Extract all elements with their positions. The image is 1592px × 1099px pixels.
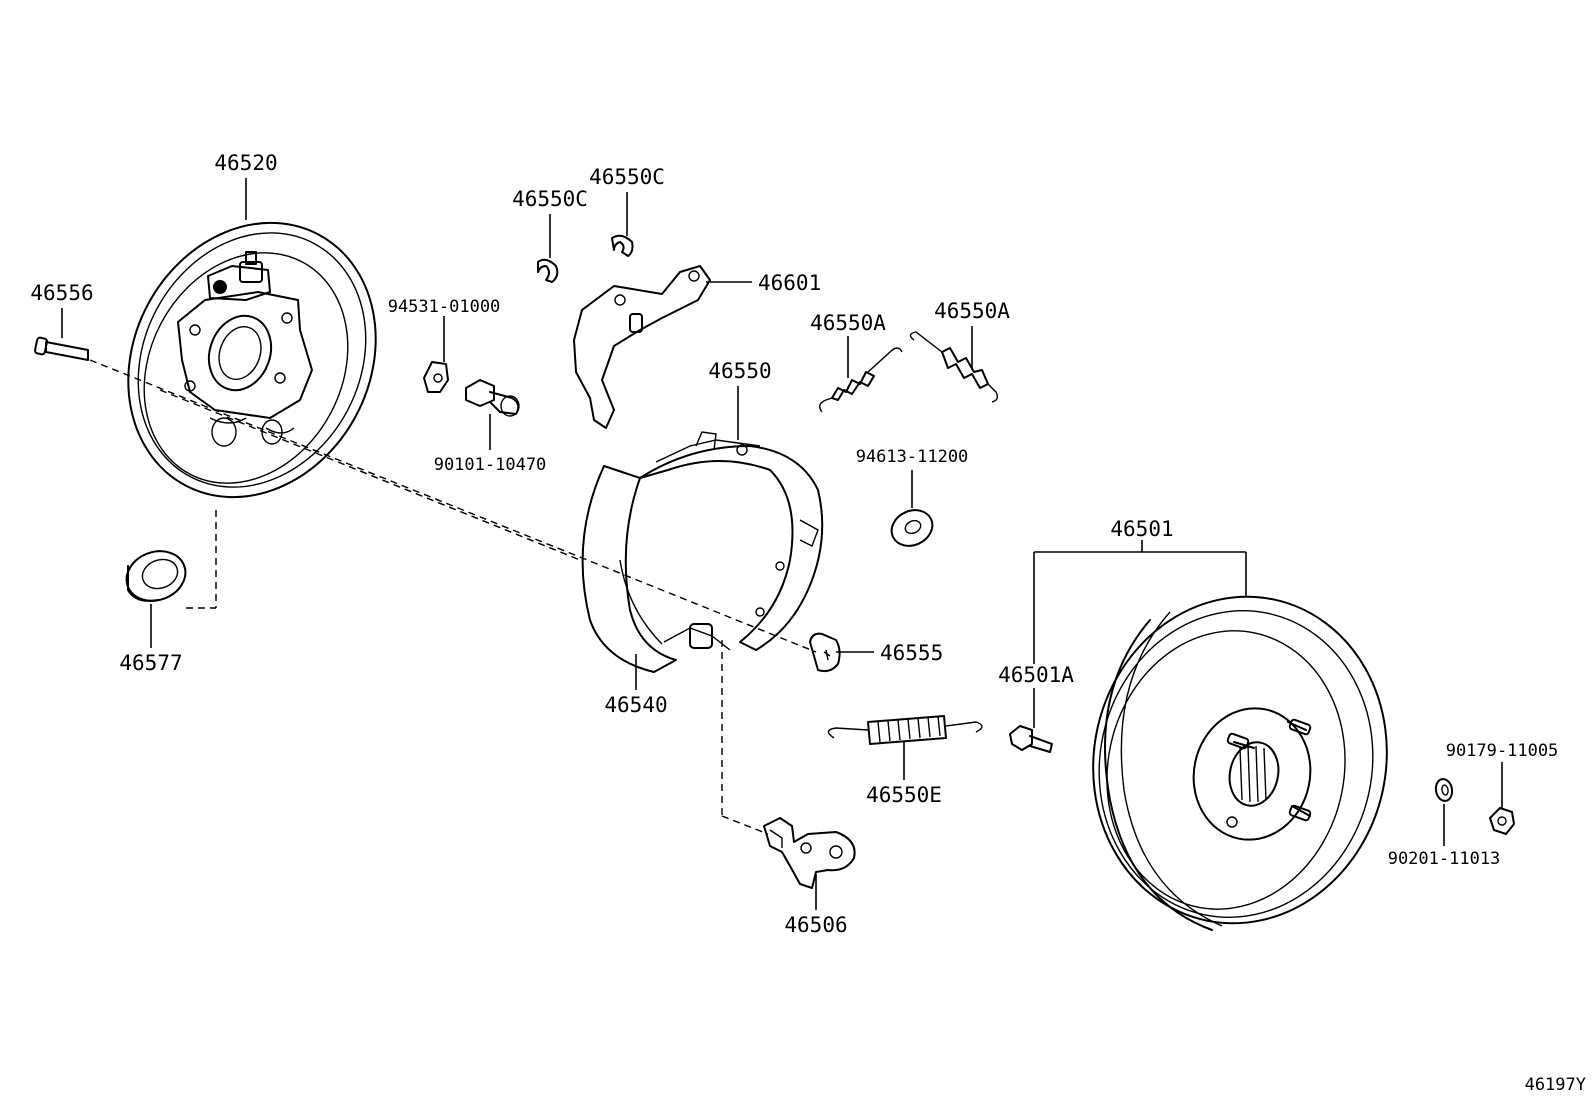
part-number-labels: 46520 46556 46577 94531-01000 90101-1047… [30, 151, 1586, 1095]
label-46501: 46501 [1110, 517, 1173, 541]
brake-drum-46501-drawing [1092, 595, 1388, 931]
label-46577: 46577 [119, 651, 182, 675]
label-46550C-1: 46550C [512, 187, 588, 211]
label-46520: 46520 [214, 151, 277, 175]
parking-lever-46601-drawing [573, 265, 711, 429]
washer-90201-drawing [1434, 778, 1454, 802]
backing-plate-drawing [127, 221, 377, 499]
screw-46501A-drawing [1009, 725, 1053, 753]
cap-46555-drawing [809, 632, 841, 673]
label-46556: 46556 [30, 281, 93, 305]
label-90179-11005: 90179-11005 [1446, 741, 1559, 761]
diagram-code: 46197Y [1525, 1075, 1586, 1095]
plug-90101-drawing [465, 379, 520, 417]
label-46550A-1: 46550A [810, 311, 886, 335]
spring-46550A-left-drawing [819, 347, 903, 413]
label-46550A-2: 46550A [934, 299, 1010, 323]
label-46555: 46555 [880, 641, 943, 665]
spring-46550E-drawing [827, 715, 983, 745]
label-90101-10470: 90101-10470 [434, 455, 547, 475]
label-46550C-2: 46550C [589, 165, 665, 189]
label-46540: 46540 [604, 693, 667, 717]
label-94531-01000: 94531-01000 [388, 297, 501, 317]
alignment-dashed-lines [89, 359, 817, 835]
bolt-46556-drawing [34, 336, 89, 361]
label-94613-11200: 94613-11200 [856, 447, 969, 467]
label-90201-11013: 90201-11013 [1388, 849, 1501, 869]
label-46501A: 46501A [998, 663, 1074, 687]
label-46550: 46550 [708, 359, 771, 383]
label-46550E: 46550E [866, 783, 942, 807]
label-46601: 46601 [758, 271, 821, 295]
brake-shoe-set-drawing [581, 431, 824, 673]
leader-lines [61, 178, 1503, 910]
clip-94531-drawing [423, 361, 449, 393]
grommet-46577-drawing [125, 550, 187, 602]
c-clips-46550C-drawing [537, 234, 634, 283]
spring-46550A-right-drawing [909, 331, 999, 403]
label-46506: 46506 [784, 913, 847, 937]
wheel-cylinder-46506-drawing [763, 817, 856, 889]
washer-94613-drawing [890, 509, 934, 547]
nut-90179-drawing [1489, 807, 1515, 835]
